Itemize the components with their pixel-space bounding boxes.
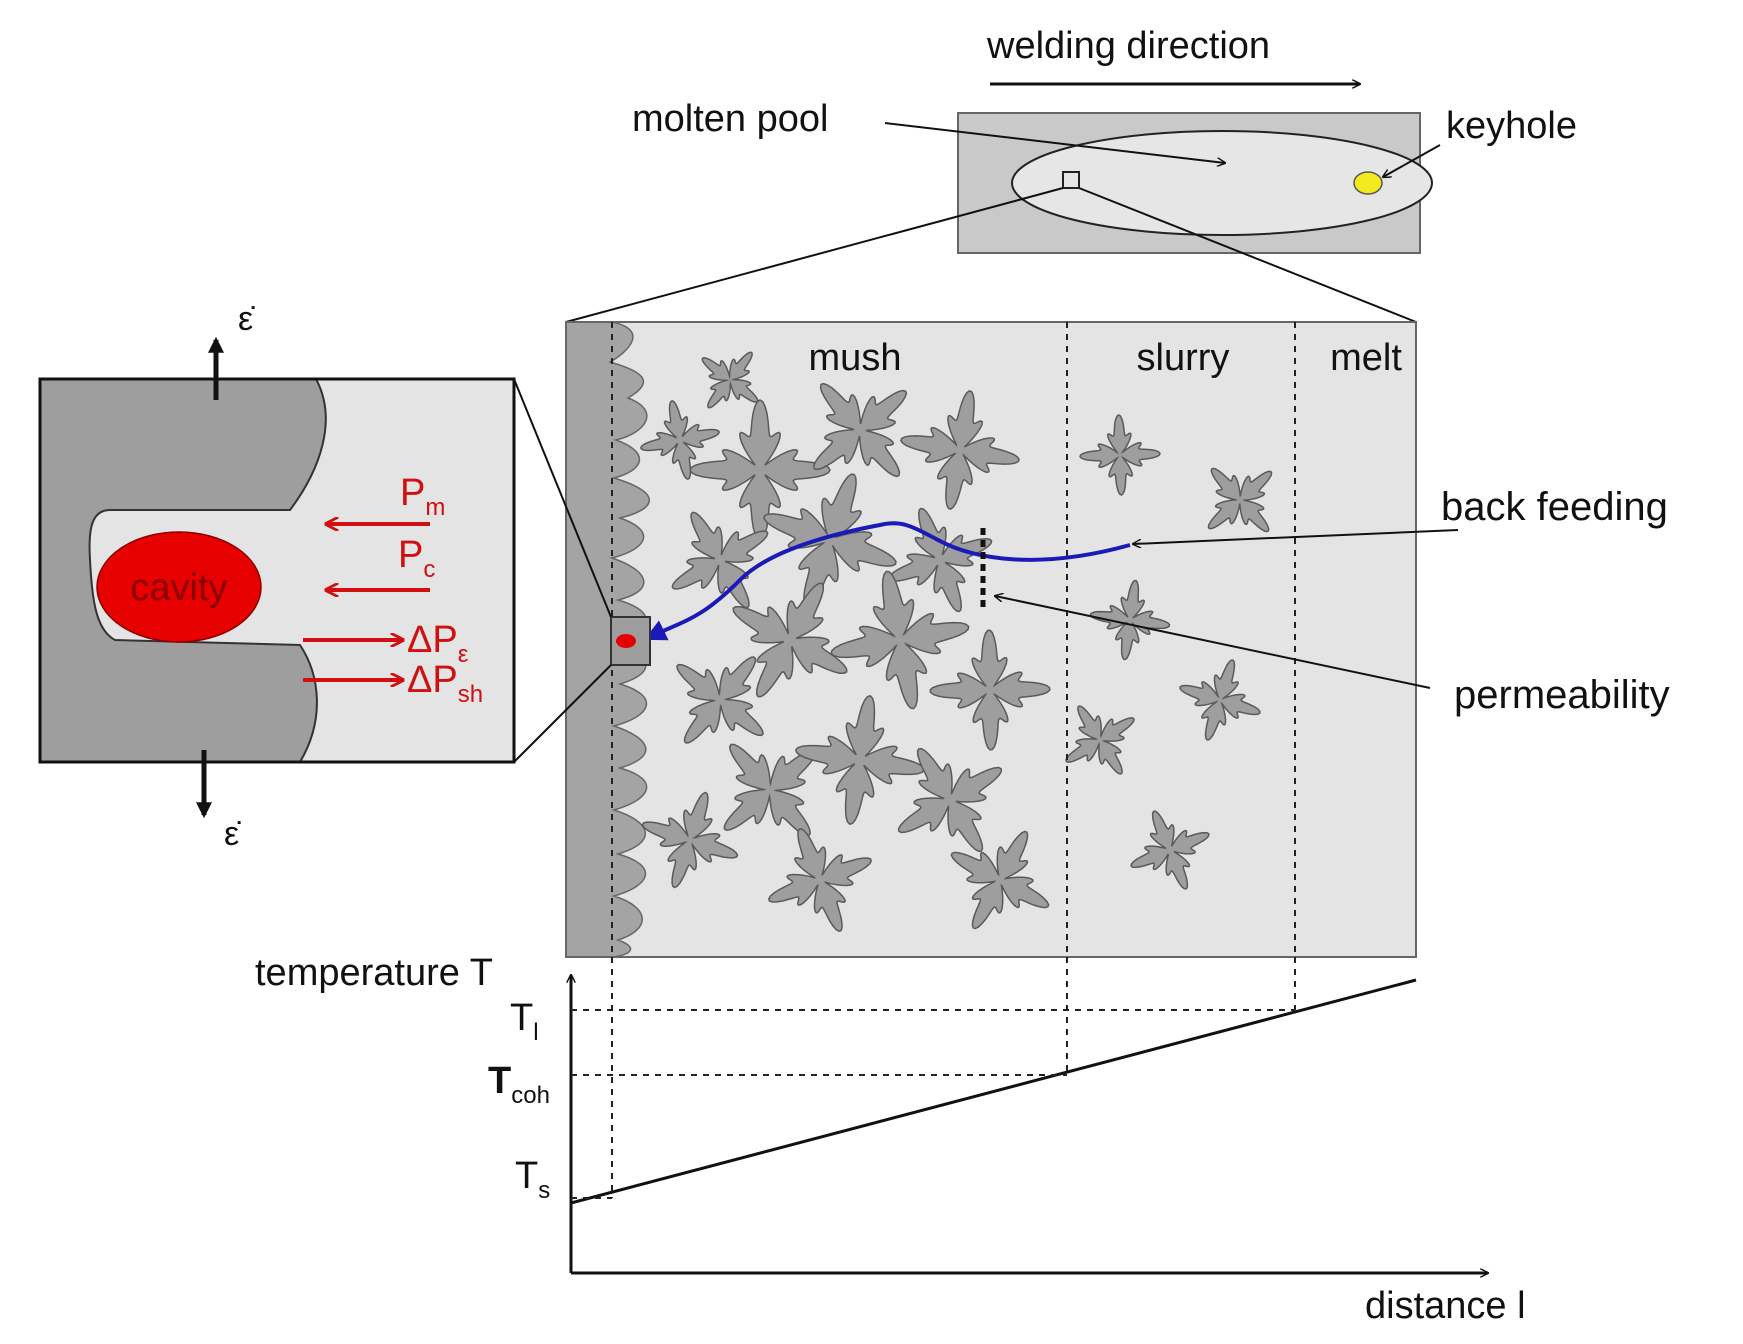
dendrite-grain [812, 382, 908, 478]
y-axis-label: temperature T [255, 952, 493, 994]
inset-zoom-line-bottom [513, 664, 612, 763]
dendrite-grain [1207, 467, 1273, 533]
top-view: welding direction molten pool keyhole [632, 25, 1577, 254]
dendrite-grain [723, 743, 817, 837]
permeability-label: permeability [1454, 673, 1670, 717]
dp-sh-label: ΔPsh [407, 659, 483, 708]
molten-pool-shape [1011, 130, 1433, 236]
keyhole-label: keyhole [1446, 105, 1577, 147]
melt-label: melt [1330, 337, 1402, 379]
permeability-pointer [995, 596, 1431, 689]
dendrite-grain [732, 582, 848, 698]
zoom-marker-box [1062, 171, 1080, 189]
t-l-label: Tl [510, 997, 539, 1046]
dendrite-grain [1130, 810, 1210, 890]
dendrite-grain [1065, 705, 1135, 775]
temperature-profile [570, 978, 1417, 1205]
cavity-shape [96, 531, 262, 643]
dendrite-grain [671, 511, 769, 609]
slurry-label: slurry [1137, 337, 1230, 379]
molten-pool-label: molten pool [632, 98, 828, 140]
t-coh-label: Tcoh [488, 1060, 550, 1109]
x-axis-label: distance l [1365, 1285, 1526, 1327]
dendrite-grain [1089, 579, 1171, 661]
p-c-label: Pc [398, 534, 435, 583]
welding-direction-label: welding direction [986, 25, 1270, 67]
dendrite-grain [767, 827, 873, 933]
dendrite-grain [639, 399, 721, 481]
inset-zoom-line-top [513, 378, 612, 618]
dendrite-grain [897, 747, 1003, 853]
dendrite-grain [641, 791, 739, 889]
p-m-label: Pm [400, 472, 445, 521]
dendrite-grain [794, 694, 926, 826]
dendrite-grains [639, 351, 1273, 933]
dendrite-grain [701, 351, 759, 409]
dendrite-grain [887, 507, 993, 613]
back-feeding-pointer [1133, 529, 1459, 544]
cavity-inset: cavity ε̇ ε̇ Pm Pc ΔPε ΔPsh [38, 300, 516, 853]
strain-rate-label-bottom: ε̇ [224, 815, 241, 853]
inset-border [38, 377, 516, 764]
dendrite-grain [1079, 414, 1161, 496]
dendrite-grain [676, 656, 764, 744]
keyhole-shape [1353, 171, 1383, 195]
back-feeding-label: back feeding [1441, 485, 1668, 529]
molten-pool-pointer [884, 122, 1225, 163]
temperature-graph: temperature T distance l Tl Tcoh Ts [255, 952, 1526, 1327]
dendrite-grain [830, 570, 970, 710]
t-s-label: Ts [515, 1155, 550, 1204]
inset-solid-grains [39, 378, 327, 763]
dendrite-grain [763, 473, 897, 607]
main-panel: mush slurry melt back feeding permeabili… [565, 321, 1670, 958]
zoom-line-right [1078, 187, 1417, 323]
dendrite-grain [929, 629, 1051, 751]
mush-label: mush [809, 337, 902, 379]
main-panel-border [565, 321, 1417, 958]
strain-rate-label-top: ε̇ [238, 300, 255, 338]
dp-c-label: ΔPε [407, 619, 469, 668]
dendrite-grain [950, 830, 1050, 930]
back-feeding-flow [644, 521, 1131, 641]
dendrite-grain [1179, 659, 1261, 741]
dendrite-grain [900, 390, 1020, 510]
keyhole-pointer [1383, 144, 1441, 177]
cavity-label: cavity [130, 567, 227, 609]
zoom-line-left [565, 187, 1064, 323]
inset-marker-cavity [616, 634, 636, 648]
